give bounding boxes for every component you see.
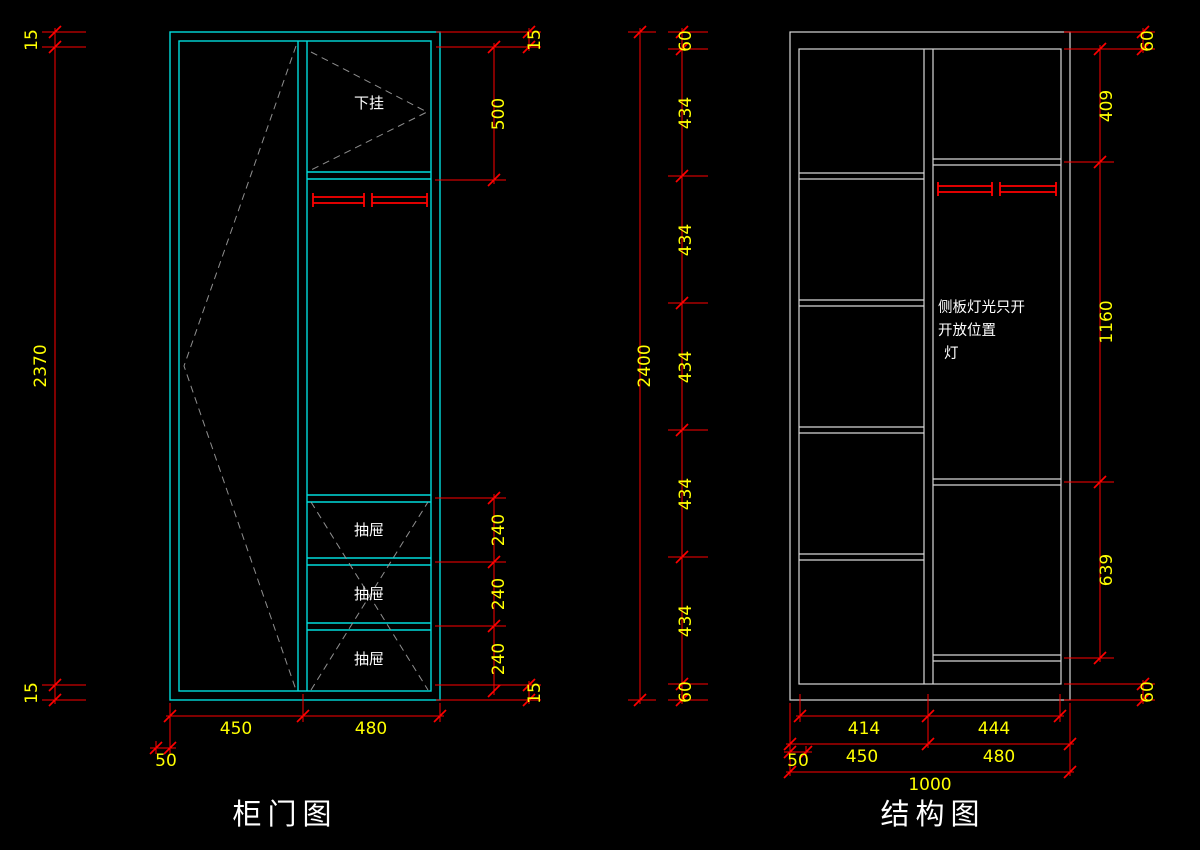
lighting-note-line-1: 侧板灯光只开 [938, 298, 1025, 316]
dim-wall-gap-right: 50 [787, 751, 809, 771]
dim-side-bottom: 15 [22, 682, 42, 704]
dim-top-panel: 15 [525, 29, 545, 51]
door-cabinet-frame [169, 31, 441, 701]
dim-side-height: 2370 [31, 344, 51, 387]
dim-upper-section: 500 [489, 98, 509, 130]
lighting-note-line-2: 开放位置 [938, 322, 996, 339]
drawer-label-1: 抽屉 [354, 521, 384, 539]
dim-total-height: 2400 [635, 344, 655, 387]
dim-width-left: 450 [846, 747, 878, 767]
dim-left-bottom: 60 [676, 681, 696, 703]
dim-right-upper: 409 [1097, 90, 1117, 122]
dim-width-left: 450 [220, 719, 252, 739]
door-diagram-title: 柜门图 [232, 797, 337, 831]
door-dimensions: 15 2370 15 15 500 240 240 240 15 450 480… [22, 25, 545, 771]
dim-left-2: 434 [676, 224, 696, 256]
door-diagram: 下挂 抽屉 抽屉 抽屉 [22, 25, 545, 831]
hanging-rod-right [937, 182, 1057, 196]
door-dimension-ticks [48, 25, 536, 755]
dim-side-top: 15 [22, 29, 42, 51]
structure-dimension-lines [628, 28, 1155, 776]
dim-wall-gap-left: 50 [155, 751, 177, 771]
dim-left-4: 434 [676, 478, 696, 510]
door-dimension-lines [42, 28, 541, 754]
dim-drawer-c: 240 [489, 643, 509, 675]
dim-left-5: 434 [676, 605, 696, 637]
dim-drawer-b: 240 [489, 578, 509, 610]
dim-inner-right: 444 [978, 719, 1010, 739]
dim-width-right: 480 [983, 747, 1015, 767]
dim-right-middle: 1160 [1097, 300, 1117, 343]
lighting-note-line-3: 灯 [944, 345, 959, 362]
door-swing-lines [183, 45, 429, 691]
structure-diagram: 侧板灯光只开 开放位置 灯 [628, 25, 1158, 831]
dim-drawer-a: 240 [489, 514, 509, 546]
hanging-zone-label: 下挂 [354, 94, 384, 112]
drawer-label-2: 抽屉 [354, 585, 384, 603]
structure-cabinet-frame [789, 31, 1071, 701]
dim-left-3: 434 [676, 351, 696, 383]
dim-inner-left: 414 [848, 719, 880, 739]
dim-left-1: 434 [676, 97, 696, 129]
dim-right-lower: 639 [1097, 554, 1117, 586]
dim-bottom-panel: 15 [525, 682, 545, 704]
structure-dimensions: 2400 60 434 434 434 434 434 60 60 409 11… [628, 25, 1158, 795]
dim-left-top: 60 [676, 30, 696, 52]
dim-right-top: 60 [1138, 30, 1158, 52]
drawer-label-3: 抽屉 [354, 650, 384, 668]
hanging-rod-left [312, 193, 428, 207]
dim-total-width: 1000 [908, 775, 951, 795]
structure-dimension-ticks [633, 25, 1150, 779]
structure-diagram-title: 结构图 [880, 797, 985, 831]
dim-width-right: 480 [355, 719, 387, 739]
dim-right-bottom: 60 [1138, 681, 1158, 703]
